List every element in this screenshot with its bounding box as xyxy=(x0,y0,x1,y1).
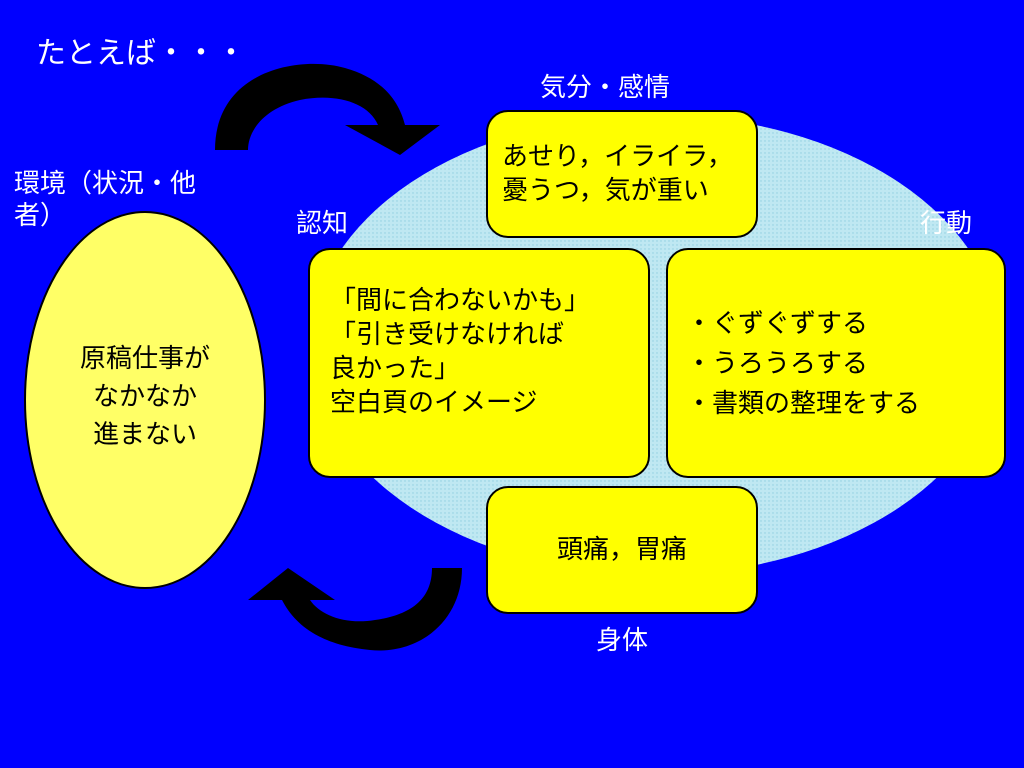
body-box-text: 頭痛，胃痛 xyxy=(556,535,687,565)
top-curved-arrow-icon xyxy=(215,63,440,155)
cognition-box: 「間に合わないかも」 「引き受けなければ 良かった」 空白頁のイメージ xyxy=(308,248,650,478)
environment-ellipse xyxy=(24,211,266,589)
slide-title: たとえば・・・ xyxy=(36,36,246,71)
mood-box-text: あせり，イライラ， 憂うつ，気が重い xyxy=(502,142,733,206)
behavior-box: ・ぐずぐずする ・うろうろする ・書類の整理をする xyxy=(666,248,1006,478)
body-box: 頭痛，胃痛 xyxy=(486,486,758,614)
cognition-label: 認知 xyxy=(296,209,349,239)
environment-label: 環境（状況・他 者） xyxy=(14,169,197,231)
environment-text: 原稿仕事が なかなか 進まない xyxy=(79,344,210,450)
behavior-label: 行動 xyxy=(920,209,973,239)
behavior-box-text: ・ぐずぐずする ・うろうろする ・書類の整理をする xyxy=(686,309,921,419)
mood-label: 気分・感情 xyxy=(540,73,671,103)
mood-box: あせり，イライラ， 憂うつ，気が重い xyxy=(486,110,758,238)
cognition-box-text: 「間に合わないかも」 「引き受けなければ 良かった」 空白頁のイメージ xyxy=(330,286,591,418)
bottom-curved-arrow-icon xyxy=(248,568,462,651)
body-label: 身体 xyxy=(596,626,649,656)
